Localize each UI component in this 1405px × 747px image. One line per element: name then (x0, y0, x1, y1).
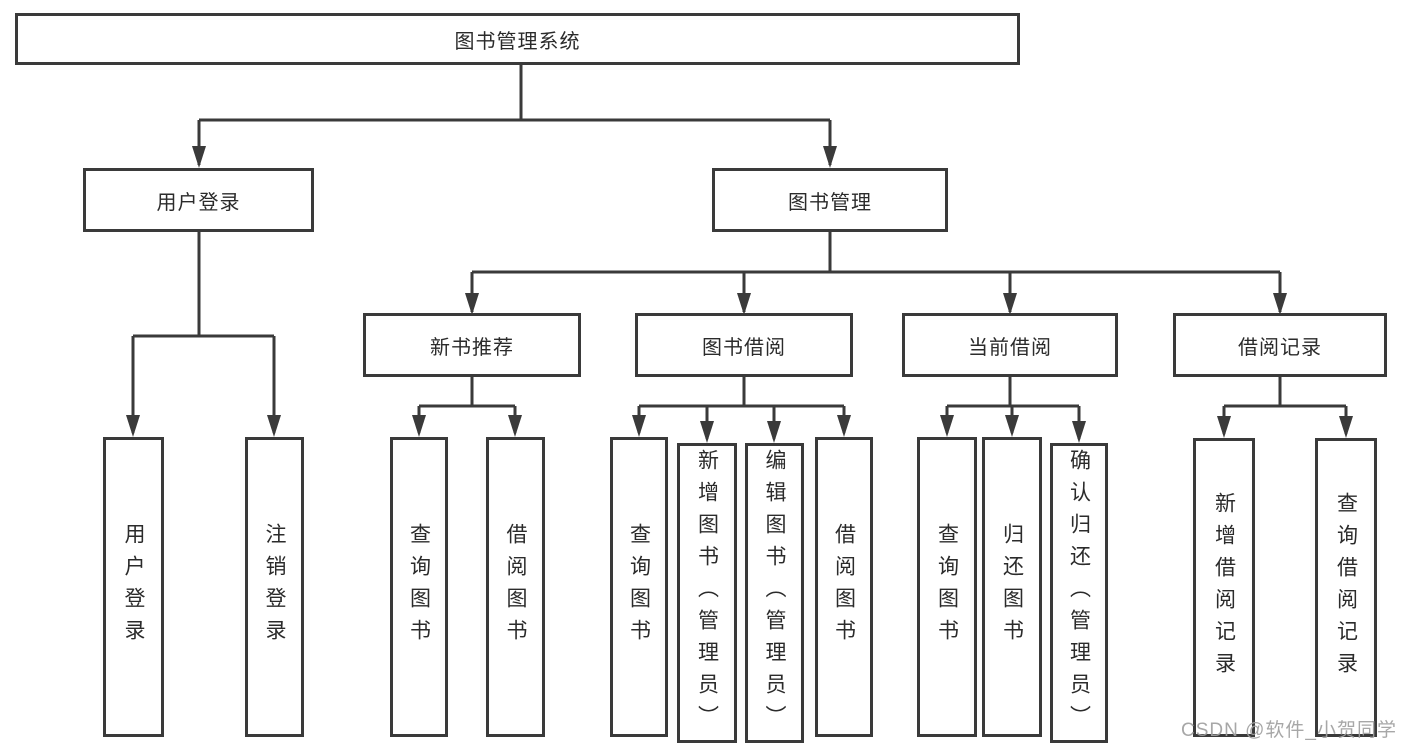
node-label: 借阅图书 (504, 523, 527, 651)
arrowhead (767, 421, 781, 443)
arrowhead (192, 146, 206, 168)
node-label: 查询图书 (935, 523, 959, 651)
node-label: 归还图书 (1000, 523, 1024, 651)
connector-book-management (465, 232, 1287, 315)
arrowhead (1003, 293, 1017, 315)
node-label: 借阅记录 (1238, 336, 1322, 359)
leaf-confirm-return-admin: 确认归还（管理员） (1050, 443, 1108, 743)
arrowhead (737, 293, 751, 315)
arrowhead (1273, 293, 1287, 315)
node-label: 查询图书 (627, 523, 651, 651)
arrowhead (1217, 416, 1231, 438)
node-borrowing-records: 借阅记录 (1173, 313, 1387, 377)
arrowhead (267, 415, 281, 437)
leaf-return-books: 归还图书 (982, 437, 1042, 737)
node-label: 当前借阅 (968, 336, 1052, 359)
connector-new-book-recommendation (412, 377, 522, 437)
arrowhead (632, 415, 646, 437)
connector-borrowing-records (1217, 377, 1353, 438)
arrowhead (508, 415, 522, 437)
arrowhead (1339, 416, 1353, 438)
arrowhead (1005, 415, 1019, 437)
node-book-management: 图书管理 (712, 168, 948, 232)
arrowhead (823, 146, 837, 168)
leaf-add-books-admin: 新增图书（管理员） (677, 443, 737, 743)
arrowhead (126, 415, 140, 437)
leaf-query-borrow-record: 查询借阅记录 (1315, 438, 1377, 737)
node-label: 新书推荐 (430, 336, 514, 359)
leaf-logout: 注销登录 (245, 437, 304, 737)
node-label: 查询图书 (407, 523, 431, 651)
node-library-management-system: 图书管理系统 (15, 13, 1020, 65)
connector-user-login (126, 232, 281, 437)
node-label: 图书管理 (788, 191, 872, 214)
node-label: 新增借阅记录 (1212, 491, 1236, 684)
arrowhead (412, 415, 426, 437)
arrowhead (700, 421, 714, 443)
arrowhead (837, 415, 851, 437)
node-current-borrowing: 当前借阅 (902, 313, 1118, 377)
node-label: 确认归还（管理员） (1067, 449, 1091, 737)
node-label: 用户登录 (122, 523, 145, 651)
leaf-query-books-borrowing: 查询图书 (610, 437, 668, 737)
node-label: 查询借阅记录 (1334, 491, 1358, 684)
node-book-borrowing: 图书借阅 (635, 313, 853, 377)
connector-book-borrowing (632, 377, 851, 443)
leaf-user-login: 用户登录 (103, 437, 164, 737)
leaf-edit-books-admin: 编辑图书（管理员） (745, 443, 804, 743)
node-label: 编辑图书（管理员） (763, 449, 786, 737)
node-new-book-recommendation: 新书推荐 (363, 313, 581, 377)
node-label: 图书借阅 (702, 336, 786, 359)
leaf-add-borrow-record: 新增借阅记录 (1193, 438, 1255, 737)
node-label: 注销登录 (263, 523, 286, 651)
arrowhead (940, 415, 954, 437)
leaf-borrow-books-borrowing: 借阅图书 (815, 437, 873, 737)
node-label: 图书管理系统 (454, 30, 581, 53)
node-user-login: 用户登录 (83, 168, 314, 232)
arrowhead (465, 293, 479, 315)
arrowhead (1072, 421, 1086, 443)
connector-current-borrowing (940, 377, 1086, 443)
connector-root (192, 65, 837, 168)
node-label: 用户登录 (156, 191, 241, 214)
leaf-borrow-books-recommend: 借阅图书 (486, 437, 545, 737)
watermark: CSDN @软件_小贺同学 (1181, 720, 1397, 741)
leaf-query-books-current: 查询图书 (917, 437, 977, 737)
node-label: 借阅图书 (832, 523, 856, 651)
node-label: 新增图书（管理员） (695, 449, 719, 737)
leaf-query-books-recommend: 查询图书 (390, 437, 448, 737)
